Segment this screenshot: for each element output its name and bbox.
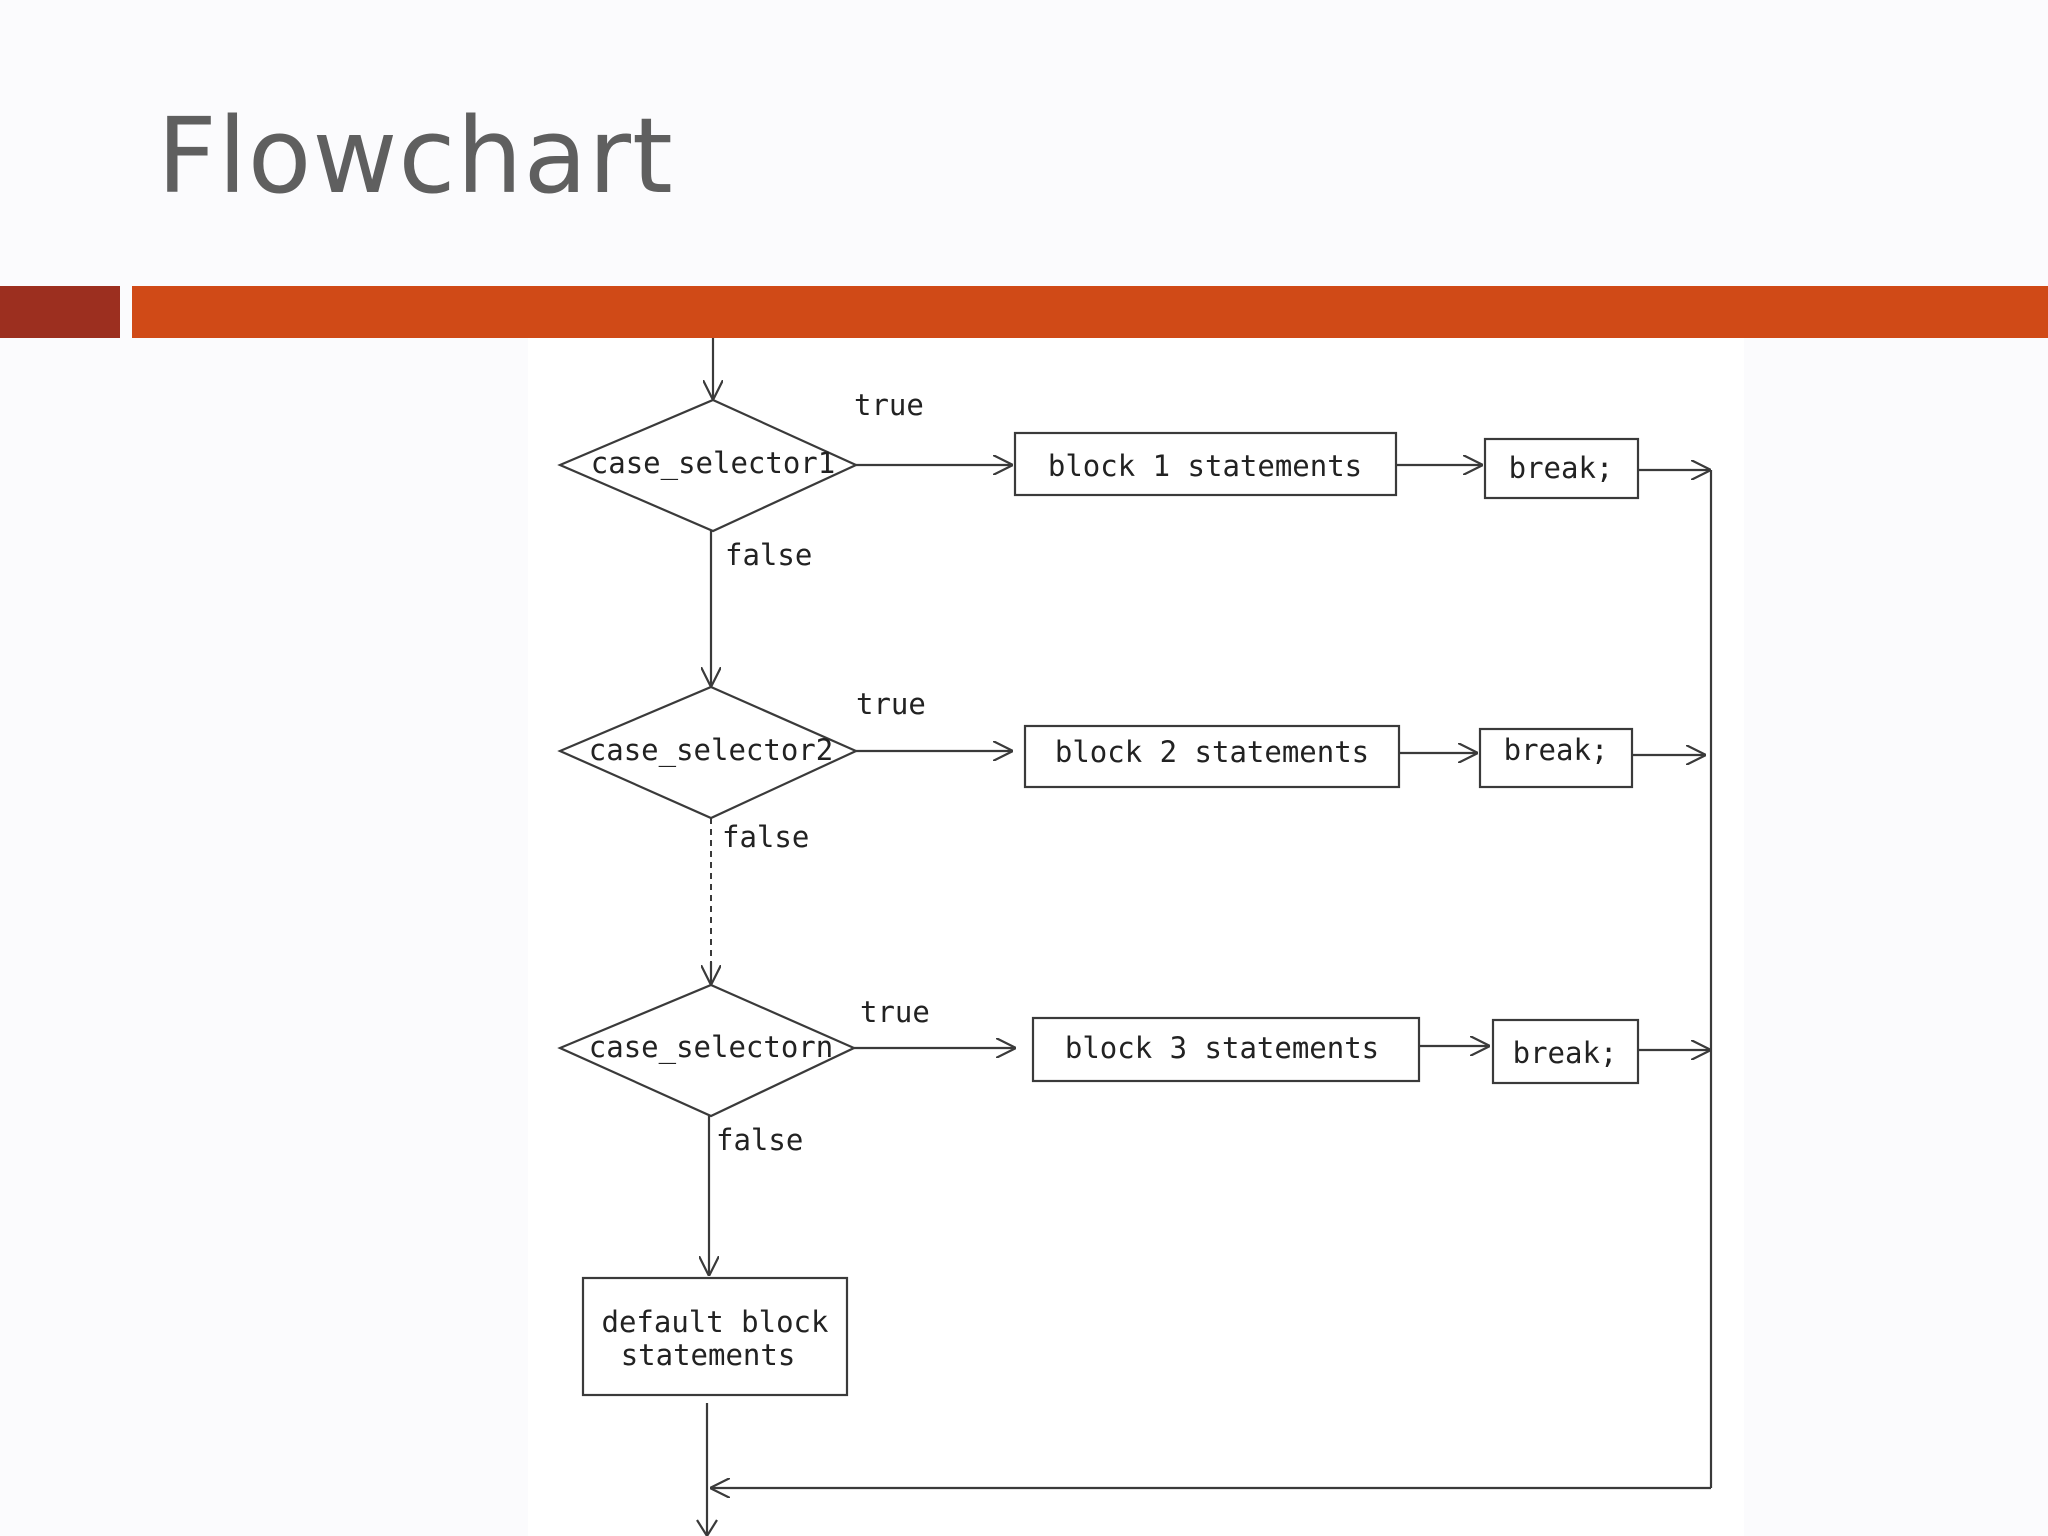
- false-label-n: false: [716, 1123, 803, 1157]
- break-box-1: [1483, 437, 1640, 500]
- decision-diamond-n: [557, 983, 857, 1118]
- default-label-line1: default block: [602, 1305, 830, 1339]
- case-n: case_selectorn true block 3 statements b…: [557, 983, 1711, 1276]
- false-label-2: false: [722, 820, 809, 854]
- break-label-1: break;: [1509, 451, 1614, 485]
- statement-label-1: block 1 statements: [1048, 449, 1362, 483]
- title-accent-bar-dark: [0, 286, 120, 338]
- merge-path: [696, 470, 1713, 1536]
- statement-box-n: [1031, 1016, 1421, 1083]
- default-label-line2: statements: [621, 1338, 796, 1372]
- break-box-2: [1478, 727, 1634, 789]
- decision-diamond-1: [557, 398, 859, 533]
- true-label-2: true: [856, 687, 926, 721]
- true-label-1: true: [854, 388, 924, 422]
- final-exit-arrowhead: [696, 1519, 718, 1536]
- default-case: default block statements: [581, 1276, 849, 1536]
- slide-title: Flowchart: [157, 95, 674, 217]
- true-label-n: true: [860, 995, 930, 1029]
- statement-label-n: block 3 statements: [1065, 1031, 1379, 1065]
- statement-box-1: [1013, 431, 1398, 497]
- statement-box-2: [1023, 724, 1401, 789]
- break-label-2: break;: [1504, 733, 1609, 767]
- case-1: case_selector1 true block 1 statements b…: [557, 388, 1711, 687]
- title-accent-bar: [132, 286, 2048, 338]
- statement-label-2: block 2 statements: [1055, 735, 1369, 769]
- default-statement-box: [581, 1276, 849, 1397]
- decision-label-2: case_selector2: [589, 733, 833, 768]
- case-2: case_selector2 true block 2 statements b…: [557, 685, 1706, 985]
- decision-label-1: case_selector1: [591, 446, 835, 481]
- false-label-1: false: [725, 538, 812, 572]
- decision-label-n: case_selectorn: [589, 1030, 833, 1065]
- break-box-n: [1491, 1018, 1640, 1085]
- break-label-n: break;: [1513, 1036, 1618, 1070]
